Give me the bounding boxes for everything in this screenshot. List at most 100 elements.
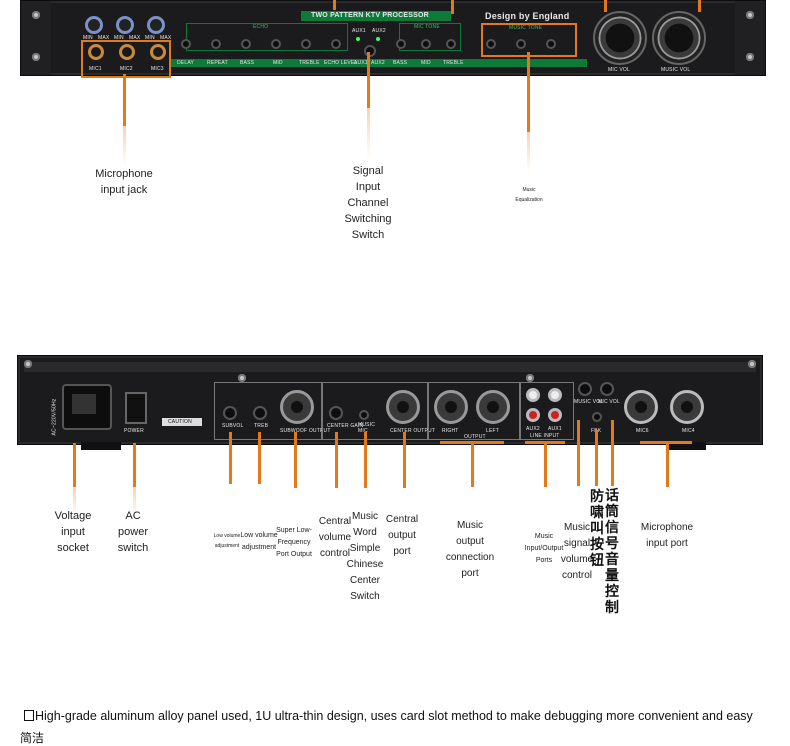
knob-min-label: MIN	[145, 35, 155, 41]
music-mic-switch[interactable]	[359, 410, 369, 420]
screw	[746, 11, 754, 19]
callout-line-text: Word	[353, 527, 377, 538]
mic2-jack[interactable]	[119, 44, 135, 60]
callout-line-text: switch	[117, 542, 149, 554]
aux2-red-rca[interactable]	[526, 408, 540, 422]
callout-line	[123, 74, 126, 126]
aux2-label: AUX2	[372, 28, 386, 34]
callout-line-text: Microphone	[640, 522, 694, 533]
aux2-white-rca[interactable]	[526, 388, 540, 402]
callout-line-text: Low volume	[213, 533, 241, 539]
callout-line	[604, 0, 607, 12]
mic1-jack[interactable]	[88, 44, 104, 60]
callout-fade	[367, 108, 370, 158]
callout-signal-input-switch: Signal Input Channel Switching Switch	[328, 163, 408, 243]
music-treble-knob[interactable]	[546, 39, 556, 49]
strip-label: ECHO LEVEL	[324, 60, 358, 66]
callout-music-word-switch: Music Word Simple Chinese Center Switch	[343, 509, 387, 605]
center-section	[322, 382, 428, 440]
echo-level-knob[interactable]	[331, 39, 341, 49]
callout-line-text: Music	[351, 511, 379, 522]
mic2-volume-knob[interactable]	[116, 16, 134, 34]
music-tone-label: MUSIC TONE	[509, 25, 543, 31]
callout-ac-power-switch: AC power switch	[108, 508, 158, 556]
callout-fade	[123, 126, 126, 166]
callout-line-text: signal	[563, 538, 591, 549]
aux2-led	[376, 37, 380, 41]
repeat-knob[interactable]	[211, 39, 221, 49]
callout-line	[403, 432, 406, 488]
strip-label: TREBLE	[299, 60, 320, 66]
mic-mid-knob[interactable]	[421, 39, 431, 49]
fbk-button[interactable]	[592, 412, 602, 422]
rear-music-vol-knob[interactable]	[578, 382, 592, 396]
mic4-xlr-input[interactable]	[670, 390, 704, 424]
callout-line-text: Port Output	[276, 551, 312, 558]
callout-line-text: 按	[590, 536, 604, 552]
mic1-volume-knob[interactable]	[85, 16, 103, 34]
delay-knob[interactable]	[181, 39, 191, 49]
callout-line-text: 防	[590, 488, 604, 504]
callout-line	[333, 0, 336, 10]
music-vol-knob[interactable]	[652, 11, 706, 65]
mic3-jack[interactable]	[150, 44, 166, 60]
callout-line-text: Ports	[535, 557, 553, 564]
callout-fade	[73, 487, 76, 517]
center-output-label: CENTER OUTPUT	[390, 428, 436, 434]
center-output-xlr[interactable]	[386, 390, 420, 424]
callout-line	[611, 420, 614, 486]
feature-text-line1: High-grade aluminum alloy panel used, 1U…	[35, 709, 753, 723]
subwoof-section	[214, 382, 322, 440]
panel-title: TWO PATTERN KTV PROCESSOR	[311, 12, 429, 19]
callout-fade	[527, 132, 530, 172]
music-bass-knob[interactable]	[486, 39, 496, 49]
power-label: POWER	[124, 428, 144, 434]
foot	[81, 442, 121, 450]
mic-bass-knob[interactable]	[396, 39, 406, 49]
aux1-red-rca[interactable]	[548, 408, 562, 422]
echo-mid-knob[interactable]	[271, 39, 281, 49]
callout-line	[527, 52, 530, 132]
callout-line-text: AC	[125, 510, 141, 522]
brand-label: Design by England	[485, 11, 570, 21]
screw	[526, 374, 534, 382]
callout-line-text: adjustment	[241, 544, 277, 551]
strip-label: AUX1	[354, 60, 368, 66]
output-right-xlr[interactable]	[434, 390, 468, 424]
front-panel: MIN MAX MIN MAX MIN MAX MIC1 MIC2 MIC3 T…	[20, 0, 766, 78]
echo-treble-knob[interactable]	[301, 39, 311, 49]
subwoof-output-xlr[interactable]	[280, 390, 314, 424]
power-switch[interactable]	[125, 392, 147, 424]
callout-fade	[133, 487, 136, 517]
center-gain-label: CENTER GAIN	[327, 423, 364, 429]
rear-mic-vol-label: MIC VOL	[598, 399, 620, 405]
title-strip	[301, 11, 451, 21]
callout-line-text: 制	[605, 599, 619, 615]
subvol-knob[interactable]	[223, 406, 237, 420]
echo-section	[186, 23, 348, 51]
foot	[666, 442, 706, 450]
center-gain-knob[interactable]	[329, 406, 343, 420]
callout-line-text: Chinese	[346, 559, 384, 570]
callout-line	[364, 432, 367, 488]
callout-line-text: 筒	[605, 503, 619, 519]
echo-bass-knob[interactable]	[241, 39, 251, 49]
callout-line	[577, 420, 580, 486]
rear-mic-vol-knob[interactable]	[600, 382, 614, 396]
knob-max-label: MAX	[98, 35, 110, 41]
callout-line-text: input port	[646, 538, 688, 549]
mic6-xlr-input[interactable]	[624, 390, 658, 424]
mic-treble-knob[interactable]	[446, 39, 456, 49]
mic-vol-knob[interactable]	[593, 11, 647, 65]
callout-music-signal-volume: Music signal volume control	[557, 520, 597, 584]
callout-line-text: Switch	[351, 229, 385, 241]
output-left-xlr[interactable]	[476, 390, 510, 424]
treb-knob[interactable]	[253, 406, 267, 420]
mic3-volume-knob[interactable]	[147, 16, 165, 34]
callout-line-text: control	[319, 548, 350, 559]
strip-label: DELAY	[177, 60, 195, 66]
aux-switch-button[interactable]	[364, 45, 376, 57]
aux1-white-rca[interactable]	[548, 388, 562, 402]
aux2-label: AUX2	[526, 426, 540, 432]
music-mid-knob[interactable]	[516, 39, 526, 49]
